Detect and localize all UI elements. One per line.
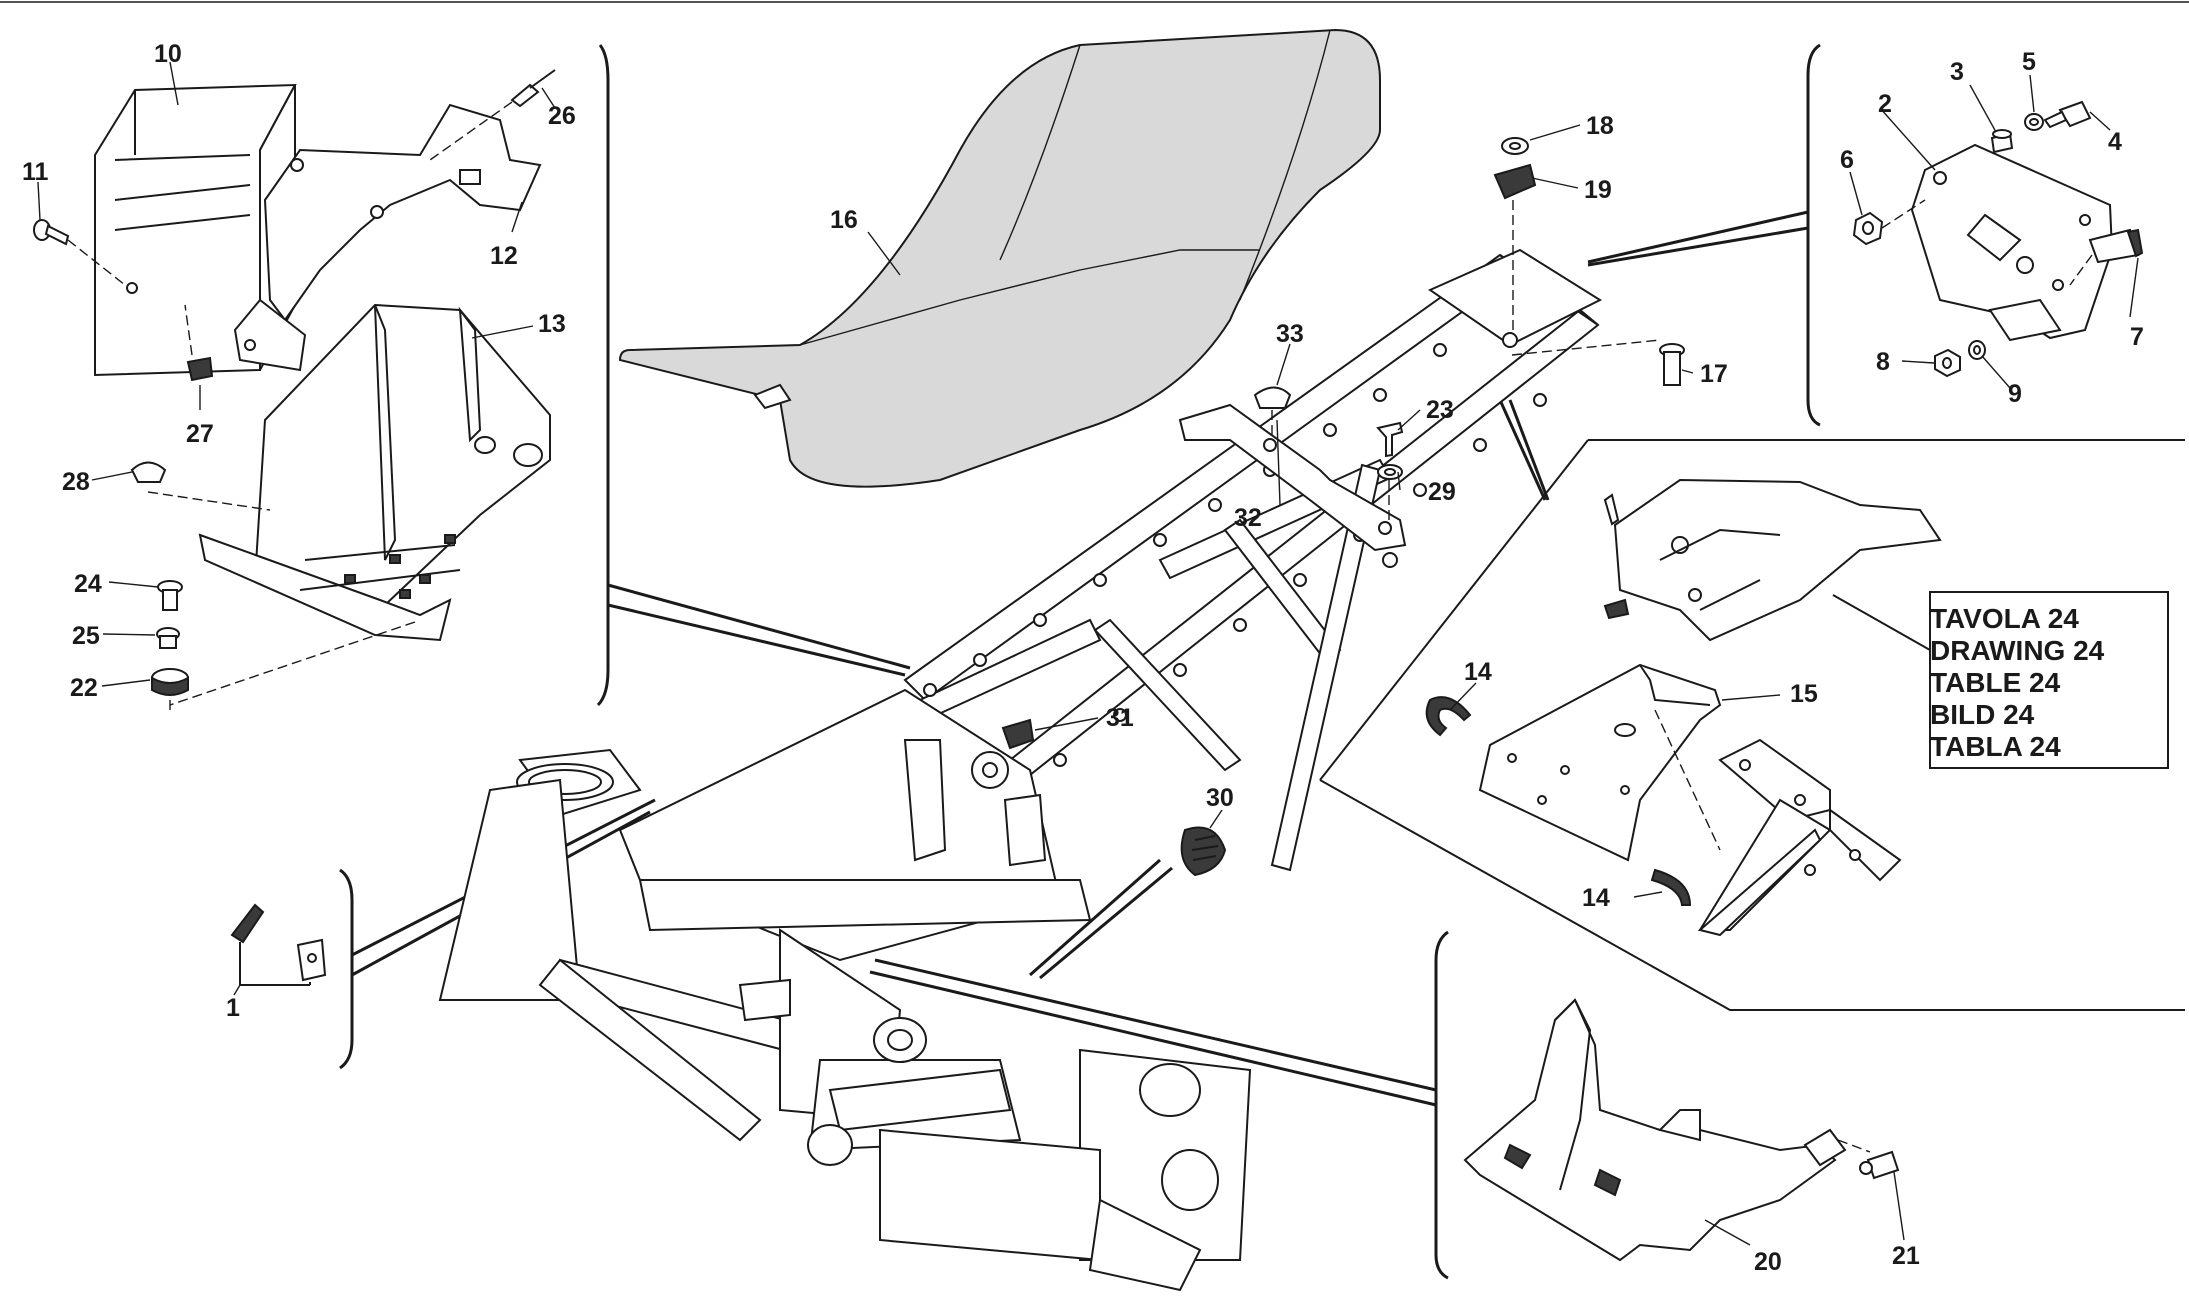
callout-32: 32 <box>1234 504 1262 532</box>
rear-frame-section <box>1697 738 1902 937</box>
part-21-rivet <box>1859 1150 1900 1180</box>
callout-33: 33 <box>1276 320 1304 348</box>
battery-box-15 <box>1478 663 1722 862</box>
part-23-screw <box>1376 421 1404 520</box>
part-31-clip <box>1001 718 1035 750</box>
seat <box>618 28 1381 488</box>
callout-11: 11 <box>22 158 49 186</box>
callout-3: 3 <box>1950 58 1964 86</box>
part-27-clip <box>184 304 214 382</box>
reference-line-3: TABLE 24 <box>1930 667 2061 698</box>
callout-13: 13 <box>538 310 566 338</box>
part-22-rubber <box>151 621 416 710</box>
callout-14-upper: 14 <box>1464 658 1492 686</box>
callout-25: 25 <box>72 622 100 650</box>
callout-17: 17 <box>1700 360 1728 388</box>
reference-line-2: DRAWING 24 <box>1930 635 2105 666</box>
callout-9: 9 <box>2008 380 2022 408</box>
callout-20: 20 <box>1754 1248 1782 1276</box>
seat-mount-plate <box>1178 403 1407 568</box>
callout-5: 5 <box>2022 48 2036 76</box>
callout-29: 29 <box>1428 478 1456 506</box>
callout-18: 18 <box>1586 112 1614 140</box>
callout-1: 1 <box>226 994 240 1022</box>
part-25-spacer <box>156 627 180 649</box>
callout-30: 30 <box>1206 784 1234 812</box>
callout-12: 12 <box>490 242 518 270</box>
callout-28: 28 <box>62 468 90 496</box>
part-11-screw <box>33 219 126 286</box>
main-frame <box>438 248 1603 1292</box>
part-33-plug <box>1253 386 1292 440</box>
part-30-grommet <box>1180 826 1227 877</box>
part-9-washer <box>1968 340 1986 360</box>
part-19-clip <box>1493 163 1537 330</box>
callout-2: 2 <box>1878 90 1892 118</box>
part-28-plug <box>130 461 271 511</box>
part-17-bolt <box>1511 339 1685 386</box>
part-7-reflector <box>2069 228 2144 286</box>
leader-lines <box>37 61 2139 1246</box>
part-8-nut <box>1934 348 1961 378</box>
clamp-14-upper <box>1425 696 1472 737</box>
callout-6: 6 <box>1840 146 1854 174</box>
callout-31: 31 <box>1106 704 1134 732</box>
part-4-bolt <box>2043 100 2092 129</box>
part-18-washer <box>1501 137 1529 155</box>
tail-undertray <box>1603 478 1942 642</box>
callout-numbers: 10 11 26 12 13 27 28 24 25 22 16 33 32 2… <box>22 40 2144 1276</box>
callout-22: 22 <box>70 674 98 702</box>
reference-box: TAVOLA 24 DRAWING 24 TABLE 24 BILD 24 TA… <box>1832 591 2169 769</box>
part-5-washer <box>2024 113 2044 131</box>
part-24-screw <box>157 580 183 611</box>
callout-19: 19 <box>1584 176 1612 204</box>
callout-7: 7 <box>2130 323 2144 351</box>
battery-cover-10 <box>94 83 297 377</box>
part-1-clips <box>230 903 327 986</box>
callout-26: 26 <box>548 102 576 130</box>
reference-line-5: TABLA 24 <box>1930 731 2061 762</box>
callout-10: 10 <box>154 40 182 68</box>
callout-15: 15 <box>1790 680 1818 708</box>
callout-16: 16 <box>830 206 858 234</box>
part-3-spacer <box>1990 129 2014 154</box>
reference-line-1: TAVOLA 24 <box>1930 603 2079 634</box>
callout-23: 23 <box>1426 396 1454 424</box>
callout-8: 8 <box>1876 348 1890 376</box>
reference-line-4: BILD 24 <box>1930 699 2035 730</box>
license-plate-holder-2 <box>1910 143 2114 342</box>
undertray-20 <box>1463 998 1871 1262</box>
part-26-rivet <box>429 69 556 161</box>
battery-tray-13 <box>198 303 551 642</box>
callout-4: 4 <box>2108 128 2122 156</box>
callout-27: 27 <box>186 420 214 448</box>
part-6-nut <box>1852 199 1926 246</box>
callout-24: 24 <box>74 570 102 598</box>
clamp-14-lower <box>1650 868 1692 906</box>
callout-14-lower: 14 <box>1582 884 1610 912</box>
callout-21: 21 <box>1892 1242 1920 1270</box>
battery-bracket-12 <box>233 103 542 372</box>
